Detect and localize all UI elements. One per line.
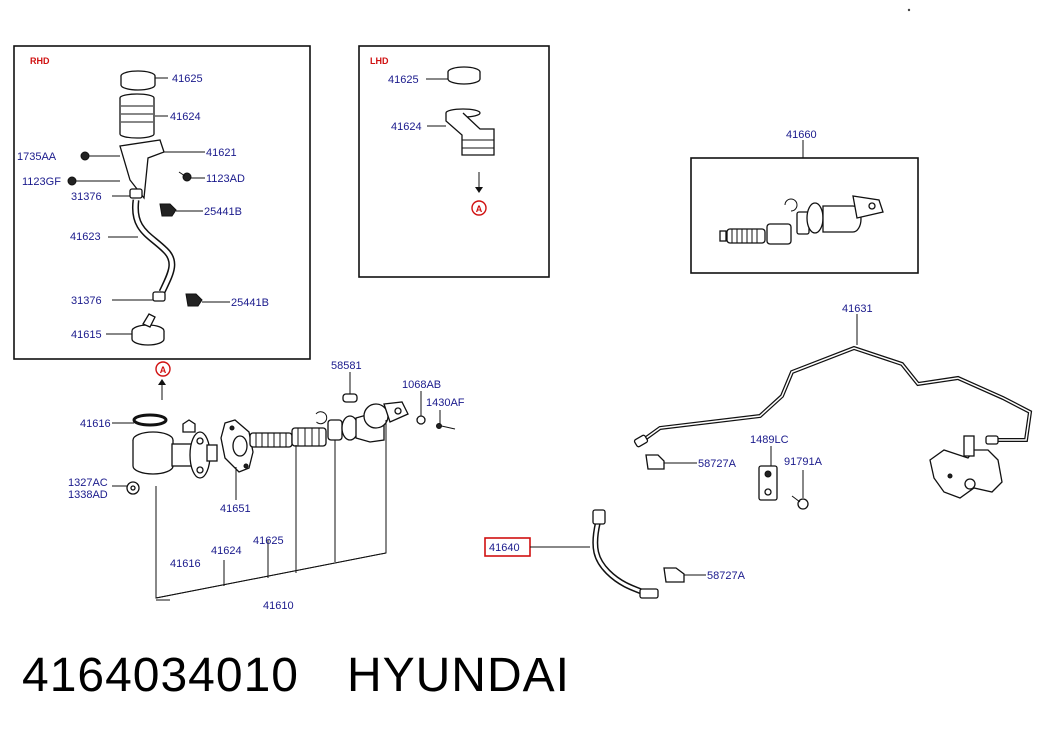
label-1123GF: 1123GF <box>22 176 61 188</box>
label-31376-bottom: 31376 <box>71 295 102 307</box>
bracket-1489LC[interactable] <box>758 465 778 501</box>
label-25441B-bottom: 25441B <box>231 297 269 309</box>
reservoir-body-lhd[interactable] <box>445 108 495 156</box>
clip-58727A-lower[interactable] <box>663 567 685 583</box>
repair-kit-panel: 41660 <box>690 129 919 274</box>
label-1123AD: 1123AD <box>206 173 245 185</box>
label-1338AD: 1338AD <box>68 489 108 501</box>
connector-marker-rhd: A <box>155 361 171 400</box>
reservoir-bracket[interactable] <box>119 139 165 200</box>
label-58581: 58581 <box>331 360 362 372</box>
clip-25441B-top[interactable] <box>159 203 177 217</box>
clip-58727A-upper[interactable] <box>645 454 665 470</box>
reservoir-cap-rhd[interactable] <box>120 70 156 91</box>
seal-41616[interactable] <box>132 413 168 427</box>
label-41615: 41615 <box>71 329 102 341</box>
label-41616-seal: 41616 <box>80 418 111 430</box>
master-cylinder-assembly: 58581 1068AB 1430AF 41616 1327AC 1338AD … <box>68 360 465 612</box>
pipe-fitting-right[interactable] <box>985 435 999 445</box>
label-41624: 41624 <box>170 111 201 123</box>
clutch-pipe-assembly: 41631 58727A 1489LC 91791A <box>633 303 1033 510</box>
label-1735AA: 1735AA <box>17 151 57 163</box>
label-41621: 41621 <box>206 147 237 159</box>
label-25441B-top: 25441B <box>204 206 242 218</box>
snap-ring[interactable] <box>315 411 328 425</box>
hose-fitting-top[interactable] <box>592 509 606 525</box>
clip-1430AF[interactable] <box>436 410 456 430</box>
master-cylinder-body[interactable] <box>132 419 218 479</box>
pushrod-boot[interactable] <box>327 401 409 443</box>
svg-text:A: A <box>160 365 167 375</box>
repair-kit-parts[interactable] <box>719 195 884 245</box>
clutch-pipe[interactable] <box>640 345 1033 443</box>
label-1068AB: 1068AB <box>402 379 441 391</box>
label-58727A-lower: 58727A <box>707 570 746 582</box>
rhd-header: RHD <box>30 56 50 66</box>
pin-1068AB[interactable] <box>416 391 426 425</box>
bolt-58581[interactable] <box>342 372 358 403</box>
piston-spring[interactable] <box>249 427 327 448</box>
gasket-41651[interactable] <box>220 419 254 473</box>
brand-name: HYUNDAI <box>346 649 570 702</box>
label-58727A-upper: 58727A <box>698 458 737 470</box>
label-41640[interactable]: 41640 <box>489 542 520 554</box>
label-91791A: 91791A <box>784 456 823 468</box>
label-41624-kit: 41624 <box>211 545 242 557</box>
label-lhd-41625: 41625 <box>388 74 419 86</box>
label-41616-kit: 41616 <box>170 558 201 570</box>
hose-clamp-31376-bottom[interactable] <box>152 291 166 302</box>
release-cylinder[interactable] <box>929 435 1003 499</box>
reservoir-fitting-41615[interactable] <box>131 313 165 346</box>
label-41651: 41651 <box>220 503 251 515</box>
part-number: 4164034010 <box>22 649 299 702</box>
label-41610: 41610 <box>263 600 294 612</box>
reservoir-cap-lhd[interactable] <box>447 66 481 85</box>
lhd-panel: LHD 41625 41624 A <box>358 45 550 278</box>
label-1327AC: 1327AC <box>68 477 108 489</box>
caption: 4164034010 HYUNDAI <box>22 648 618 703</box>
clip-25441B-bottom[interactable] <box>185 293 203 307</box>
svg-text:A: A <box>476 204 483 214</box>
clutch-hose-assembly: 41640 58727A <box>484 509 746 599</box>
pipe-fitting-left[interactable] <box>633 434 649 448</box>
label-41625: 41625 <box>172 73 203 85</box>
nut-1327AC[interactable] <box>126 481 140 495</box>
label-41623: 41623 <box>70 231 101 243</box>
label-1430AF: 1430AF <box>426 397 465 409</box>
nut-1123AD[interactable] <box>178 171 192 182</box>
label-1489LC: 1489LC <box>750 434 789 446</box>
reservoir-body-rhd[interactable] <box>119 93 155 139</box>
label-41660: 41660 <box>786 129 817 141</box>
label-41625-piston: 41625 <box>253 535 284 547</box>
hose-fitting-bottom[interactable] <box>639 588 659 599</box>
lhd-header: LHD <box>370 56 389 66</box>
hose-clamp-31376-top[interactable] <box>129 188 143 199</box>
label-41631: 41631 <box>842 303 873 315</box>
bolt-91791A[interactable] <box>791 495 809 510</box>
label-lhd-41624: 41624 <box>391 121 422 133</box>
label-31376-top: 31376 <box>71 191 102 203</box>
rhd-panel: RHD 416 <box>13 45 311 360</box>
bolt-1123GF[interactable] <box>67 176 84 186</box>
connector-marker-lhd: A <box>471 200 487 216</box>
